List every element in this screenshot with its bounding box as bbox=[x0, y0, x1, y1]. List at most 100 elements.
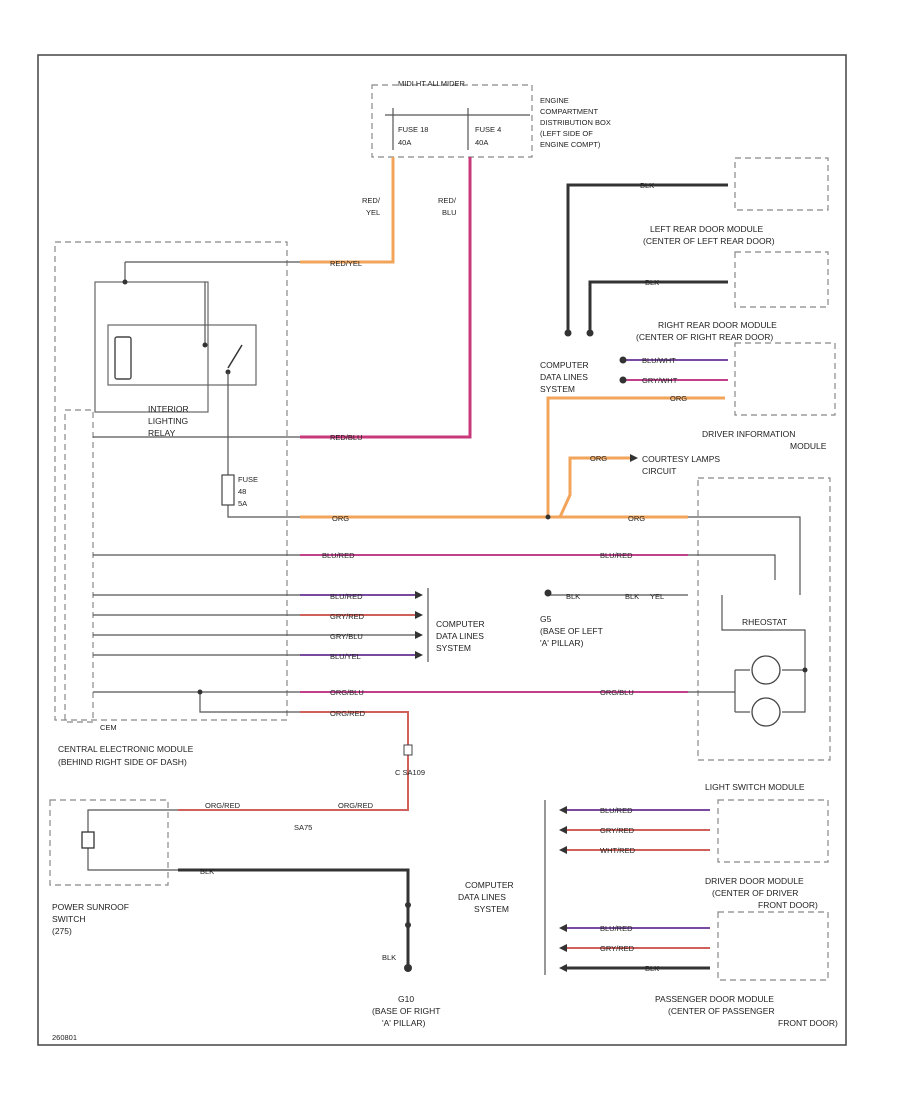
splice-marker bbox=[403, 744, 413, 756]
fuse-box-desc-2: COMPARTMENT bbox=[540, 107, 598, 116]
fuse-box-desc-1: ENGINE bbox=[540, 96, 569, 105]
fuse-box-title: MIDI HT ALLMIDER bbox=[398, 79, 466, 88]
arrow-icon bbox=[630, 454, 638, 462]
wire-org-to-courtesy bbox=[558, 456, 630, 518]
sunroof-label-3: (275) bbox=[52, 926, 72, 936]
wire-label-org-red: ORG/RED bbox=[330, 709, 366, 718]
ground-g10-icon bbox=[404, 964, 412, 972]
wire-label-org: ORG bbox=[332, 514, 349, 523]
ground-g10-label-2: (BASE OF RIGHT bbox=[372, 1006, 440, 1016]
wire-label-gry-blu: GRY/BLU bbox=[330, 632, 363, 641]
junction-dot bbox=[405, 902, 411, 908]
ground-g10-label-3: 'A' PILLAR) bbox=[382, 1018, 426, 1028]
ground-g10-label-1: G10 bbox=[398, 994, 414, 1004]
sunroof-switch-box bbox=[49, 799, 169, 886]
sunroof-internal-wire bbox=[87, 809, 178, 871]
wire-red-blu-feed bbox=[300, 157, 472, 439]
wire-label-gry-wht: GRY/WHT bbox=[642, 376, 678, 385]
pass-door-label-2: (CENTER OF PASSENGER bbox=[668, 1006, 775, 1016]
arrow-icon bbox=[559, 846, 567, 854]
driver-door-label-2: (CENTER OF DRIVER bbox=[712, 888, 798, 898]
cem-internal-wire bbox=[199, 692, 300, 713]
wire-label-blu-yel: BLU/YEL bbox=[330, 652, 361, 661]
relay-switch bbox=[227, 344, 243, 369]
courtesy-label-1: COURTESY LAMPS bbox=[642, 454, 720, 464]
relay-label-2: LIGHTING bbox=[148, 416, 188, 426]
data-lines-label-2: DATA LINES bbox=[436, 631, 484, 641]
relay-label-1: INTERIOR bbox=[148, 404, 189, 414]
lamp-icon bbox=[751, 655, 781, 685]
wire-org-red bbox=[178, 711, 409, 811]
cem-location: (BEHIND RIGHT SIDE OF DASH) bbox=[58, 757, 187, 767]
wire-label-org-blu: ORG/BLU bbox=[330, 688, 364, 697]
wire-label-blk-3: BLK bbox=[640, 181, 654, 190]
wire-label-blk-2: BLK bbox=[625, 592, 639, 601]
data-lines-c-label-2: DATA LINES bbox=[458, 892, 506, 902]
wire-label-yel: YEL bbox=[650, 592, 664, 601]
arrow-icon bbox=[415, 611, 423, 619]
junction-dot bbox=[197, 689, 203, 695]
wire-label-org-4: ORG bbox=[628, 514, 645, 523]
wire-label-wht-red-c: WHT/RED bbox=[600, 846, 636, 855]
data-lines-label-3: SYSTEM bbox=[436, 643, 471, 653]
wire-blk-right-rear bbox=[588, 280, 728, 330]
wire-org-to-dim bbox=[546, 396, 725, 517]
wire-label-blk-5: BLK bbox=[200, 867, 214, 876]
wire-label-org-3: ORG bbox=[590, 454, 607, 463]
fuse-box-desc-4: (LEFT SIDE OF bbox=[540, 129, 593, 138]
splice-label-2: SA75 bbox=[294, 823, 312, 832]
pass-door-label-3: FRONT DOOR) bbox=[778, 1018, 838, 1028]
fuse-48-label-1: FUSE bbox=[238, 475, 258, 484]
arrow-icon bbox=[559, 944, 567, 952]
wire-label-blu-red-3: BLU/RED bbox=[330, 592, 363, 601]
cem-pin-red-yel: RED/YEL bbox=[330, 259, 362, 268]
wire-label-blu-red-d: BLU/RED bbox=[600, 924, 633, 933]
sunroof-label-1: POWER SUNROOF bbox=[52, 902, 129, 912]
wire-label-blk: BLK bbox=[566, 592, 580, 601]
wire-blk-sunroof-ground bbox=[178, 868, 410, 968]
rheostat-wire bbox=[688, 516, 801, 595]
wire-label-blu-red: BLU/RED bbox=[322, 551, 355, 560]
wire-label-org-red-3: ORG/RED bbox=[205, 801, 241, 810]
sunroof-switch-icon bbox=[81, 831, 95, 849]
wire-label-gry-red-d: GRY/RED bbox=[600, 944, 635, 953]
junction-dot bbox=[202, 342, 208, 348]
diagram-frame bbox=[37, 54, 847, 1046]
relay-body bbox=[107, 324, 257, 386]
fuse-48-label-3: 5A bbox=[238, 499, 247, 508]
arrow-icon bbox=[415, 651, 423, 659]
splice-label-1: C SA109 bbox=[395, 768, 425, 777]
wire-label-blk-4: BLK bbox=[645, 278, 659, 287]
fuse-48 bbox=[221, 474, 235, 506]
junction-dot bbox=[619, 376, 627, 384]
fuse-b-rating: 40A bbox=[475, 138, 488, 147]
rheostat-wire bbox=[721, 595, 806, 670]
right-rear-door-module-box bbox=[734, 251, 829, 308]
cem-pin-red-blu: RED/BLU bbox=[330, 433, 363, 442]
junction-dot bbox=[619, 356, 627, 364]
relay-outline bbox=[94, 281, 209, 413]
cem-title: CENTRAL ELECTRONIC MODULE bbox=[58, 744, 194, 754]
footer-code: 260801 bbox=[52, 1033, 77, 1042]
wire-label-gry-red: GRY/RED bbox=[330, 612, 365, 621]
dim-label-2: MODULE bbox=[790, 441, 827, 451]
light-switch-label: LIGHT SWITCH MODULE bbox=[705, 782, 805, 792]
lamp-wiring bbox=[734, 669, 806, 713]
wire-label-org-blu-2: ORG/BLU bbox=[600, 688, 634, 697]
arrow-icon bbox=[559, 924, 567, 932]
ground-g5-label-1: G5 bbox=[540, 614, 552, 624]
dim-label-1: DRIVER INFORMATION bbox=[702, 429, 795, 439]
wire-label-gry-red-c: GRY/RED bbox=[600, 826, 635, 835]
wire-label-red-yel-1: RED/ bbox=[362, 196, 381, 205]
junction-dot bbox=[586, 329, 594, 337]
ground-g5-label-3: 'A' PILLAR) bbox=[540, 638, 584, 648]
wire-label-blu-red-2: BLU/RED bbox=[600, 551, 633, 560]
right-rear-door-label-1: RIGHT REAR DOOR MODULE bbox=[658, 320, 777, 330]
wire-blk-left-rear bbox=[566, 183, 728, 330]
wire-label-org-2: ORG bbox=[670, 394, 687, 403]
fuse-box bbox=[371, 84, 533, 158]
fuse-box-desc-5: ENGINE COMPT) bbox=[540, 140, 601, 149]
junction-dot bbox=[802, 667, 808, 673]
